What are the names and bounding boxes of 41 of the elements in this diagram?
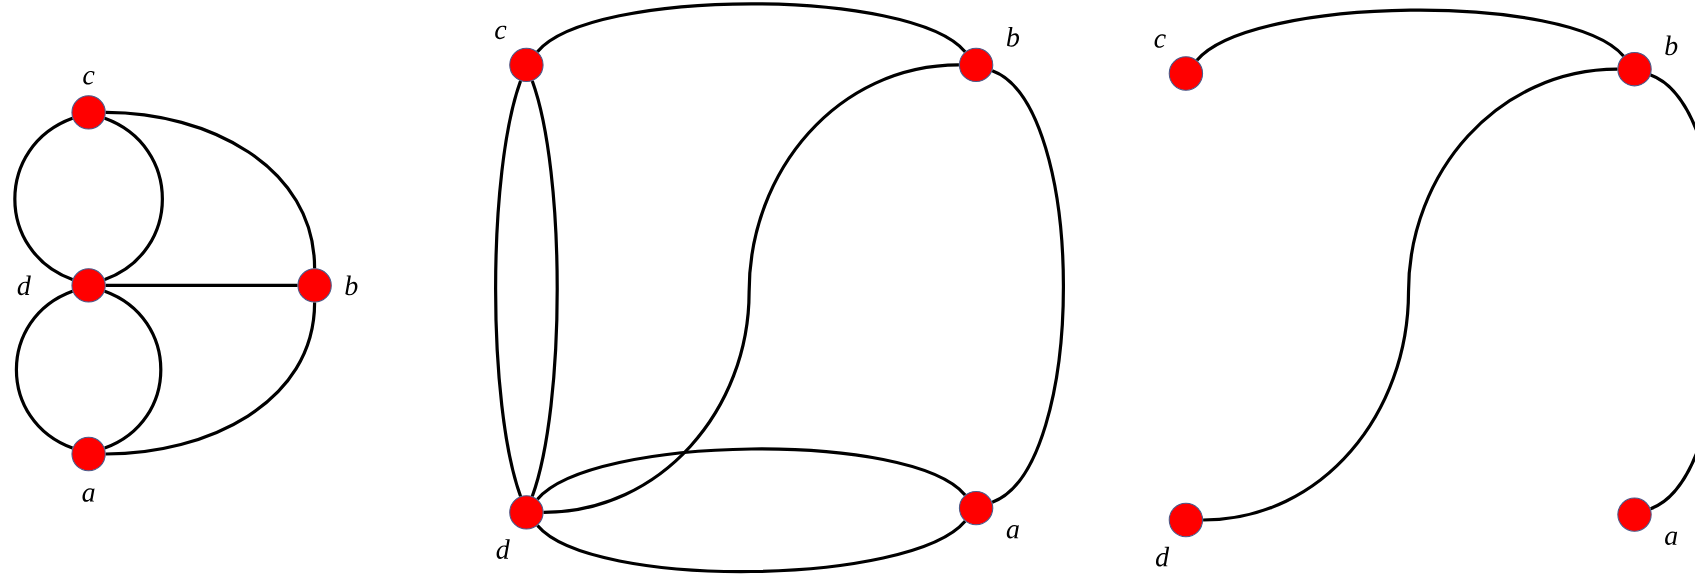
vertex-dot: [71, 95, 106, 130]
vertex-label: c: [83, 71, 95, 85]
graph-edge: [991, 69, 1065, 504]
vertex-label: a: [1006, 525, 1019, 539]
vertex-label: a: [82, 488, 95, 502]
graph-edge: [13, 116, 74, 281]
graph-edge: [1195, 8, 1625, 62]
vertex-dot: [297, 268, 332, 303]
vertex-label: d: [17, 275, 31, 296]
vertex-dot: [1168, 502, 1204, 538]
vertex-dot: [509, 495, 544, 530]
vertex-dot: [71, 436, 106, 472]
graph-edge: [14, 289, 74, 450]
vertex-dot: [509, 47, 544, 83]
vertex-label: d: [496, 539, 510, 559]
graph-edge: [536, 2, 967, 53]
graph-edge: [105, 110, 317, 269]
vertex-label: b: [1006, 26, 1020, 47]
graph-edge: [536, 520, 967, 574]
vertex-dot: [958, 490, 994, 526]
vertex-dot: [1617, 497, 1652, 532]
vertex-label: b: [345, 275, 358, 296]
vertex-label: a: [1665, 531, 1678, 546]
graph-edge: [1649, 73, 1695, 511]
vertex-dot: [71, 268, 106, 303]
vertex-label: d: [1155, 546, 1170, 567]
graph-edge: [104, 116, 164, 281]
vertex-dot: [958, 47, 994, 83]
graph-edge: [1203, 67, 1618, 522]
vertex-label: b: [1665, 35, 1678, 56]
vertex-label: c: [1154, 34, 1166, 48]
graph-edge: [105, 302, 317, 456]
graph-edge: [536, 447, 967, 501]
graph-edge: [543, 63, 960, 514]
graph-edge: [494, 80, 523, 497]
graph-edge: [105, 283, 298, 287]
graph-edge: [104, 289, 163, 450]
vertex-label: c: [495, 25, 507, 40]
vertex-dot: [1617, 52, 1652, 87]
vertex-dot: [1168, 56, 1204, 91]
graph-edge: [530, 80, 559, 497]
